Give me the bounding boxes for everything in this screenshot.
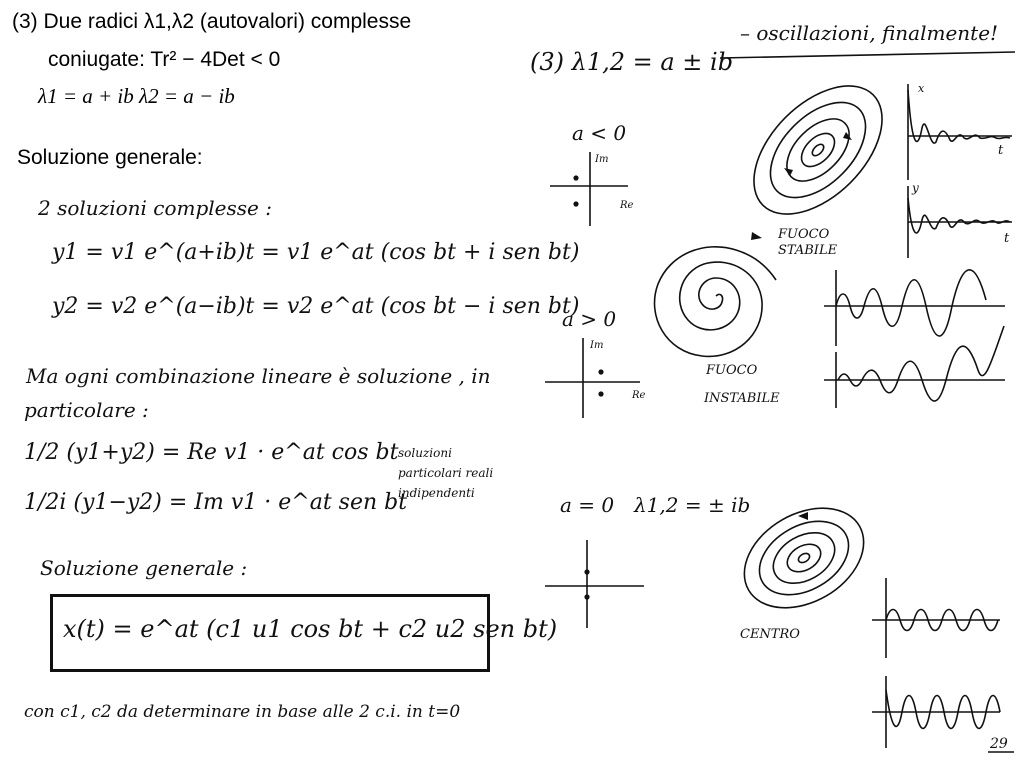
eigenvalue-dot [598,369,604,375]
side-note-line-3: indipendenti [398,486,475,500]
general-solution-formula: x(t) = e^at (c1 u1 cos bt + c2 u2 sen bt… [63,615,558,643]
case-unstable-label: a > 0 [562,307,616,331]
note-initial-conditions: con c1, c2 da determinare in base alle 2… [24,702,461,722]
complex-plane-center [545,540,644,628]
page-number: 29 [989,736,1008,752]
note-real-part: 1/2 (y1+y2) = Re v1 · e^at cos bt [24,440,399,465]
center-eigenvalues: λ1,2 = ± ib [633,493,750,517]
arrow-icon [843,132,852,140]
eigenvalue-dot [573,201,579,207]
oscillation-note: – oscillazioni, finalmente! [740,21,998,45]
axis-t-label: t [1004,231,1010,246]
arrow-icon [751,232,762,240]
note-two-solutions: 2 soluzioni complesse : [38,196,272,220]
stable-focus-label-2: STABILE [778,243,838,258]
center-time-plots [872,578,1001,748]
complex-plane-stable: Im Re [550,152,634,226]
header-line-1: (3) Due radici λ1,λ2 (autovalori) comple… [12,10,412,33]
unstable-focus-spiral [653,246,777,358]
arrow-icon [798,512,808,520]
axis-y-label: y [911,181,919,195]
axis-im-label: Im [589,340,603,351]
side-note-line-2: particolari reali [398,466,494,480]
title-underline [719,51,1016,59]
eigenvalue-dot [584,594,590,600]
axis-t-label: t [998,143,1004,158]
stable-time-plots [907,84,1012,258]
eigenvalue-dot [584,569,590,575]
stable-focus-label-1: FUOCO [777,227,830,242]
complex-plane-unstable: Im Re [545,338,646,418]
eigenvalue-equation: λ1 = a + ib λ2 = a − ib [38,84,235,108]
unstable-time-plots [824,269,1005,408]
section-title-general-solution: Soluzione generale: [17,146,203,169]
axis-im-label: Im [594,154,608,165]
eigenvalue-dot [598,391,604,397]
axis-re-label: Re [619,200,634,211]
note-y2-equation: y2 = v2 e^(a−ib)t = v2 e^at (cos bt − i … [52,294,580,319]
note-y1-equation: y1 = v1 e^(a+ib)t = v1 e^at (cos bt + i … [52,240,580,265]
note-general-title: Soluzione generale : [40,556,248,580]
eigenvalue-dot [573,175,579,181]
header-line-2: coniugate: Tr² − 4Det < 0 [48,48,281,71]
stable-focus-spiral [753,85,883,215]
case-stable-label: a < 0 [572,121,626,145]
note-linear-combination: Ma ogni combinazione lineare è soluzione… [26,364,491,388]
unstable-focus-label-2: INSTABILE [703,391,780,406]
center-orbits [743,507,865,609]
axis-x-label: x [918,82,925,95]
arrow-icon [784,168,793,176]
case-center-label: a = 0 [560,493,614,517]
right-panel-title: (3) λ1,2 = a ± ib [530,48,733,76]
side-note-line-1: soluzioni [398,446,452,460]
unstable-focus-label-1: FUOCO [705,363,758,378]
center-label: CENTRO [740,627,800,642]
axis-re-label: Re [631,390,646,401]
note-particular: particolare : [24,398,149,422]
note-imag-part: 1/2i (y1−y2) = Im v1 · e^at sen bt [24,490,408,515]
general-solution-box: x(t) = e^at (c1 u1 cos bt + c2 u2 sen bt… [50,594,557,672]
